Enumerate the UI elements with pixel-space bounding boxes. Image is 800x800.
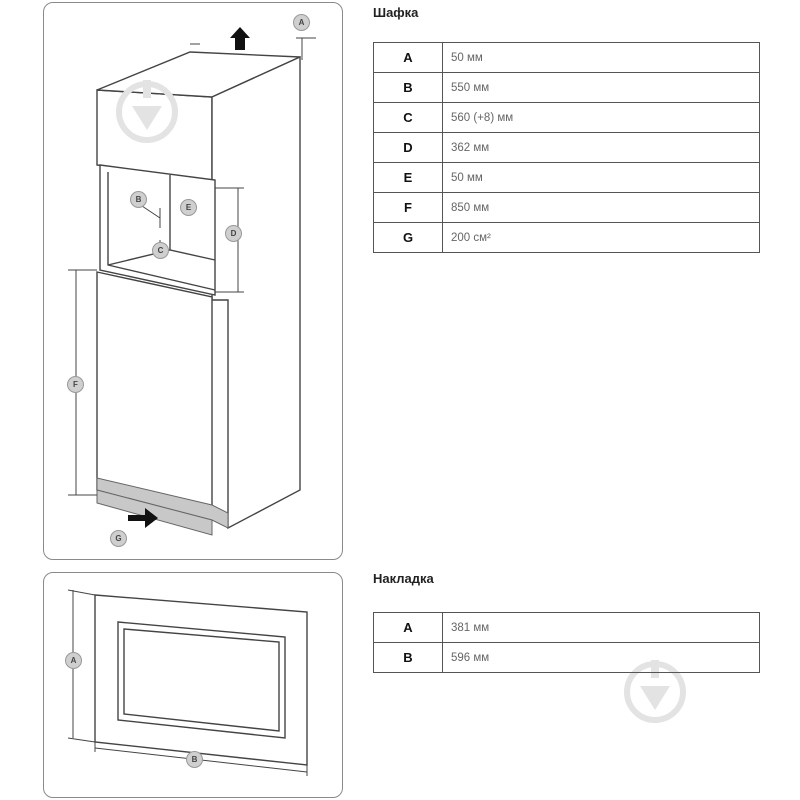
spec-key: A (373, 42, 443, 73)
cabinet-heading: Шафка (373, 5, 419, 20)
spec-value: 362 мм (442, 132, 760, 163)
spec-key: G (373, 222, 443, 253)
spec-value: 200 см² (442, 222, 760, 253)
spec-value: 381 мм (442, 612, 760, 643)
callout-b: B (130, 191, 147, 208)
callout-trim-a: A (65, 652, 82, 669)
spec-key: E (373, 162, 443, 193)
callout-a: A (293, 14, 310, 31)
callout-g: G (110, 530, 127, 547)
oven-niche (99, 164, 216, 296)
spec-key: A (373, 612, 443, 643)
callout-f: F (67, 376, 84, 393)
cabinet-diagram (68, 27, 316, 536)
callout-trim-b: B (186, 751, 203, 768)
spec-value: 850 мм (442, 192, 760, 223)
spec-key: C (373, 102, 443, 133)
spec-key: B (373, 642, 443, 673)
trim-diagram (67, 589, 308, 776)
spec-key: F (373, 192, 443, 223)
spec-value: 50 мм (442, 162, 760, 193)
right-arrow-icon (128, 508, 158, 528)
spec-key: D (373, 132, 443, 163)
spec-value: 50 мм (442, 42, 760, 73)
trim-inner-opening (117, 621, 286, 739)
spec-value: 596 мм (442, 642, 760, 673)
up-arrow-icon (230, 27, 250, 50)
spec-key: B (373, 72, 443, 103)
trim-heading: Накладка (373, 571, 434, 586)
watermark-icon (116, 80, 178, 143)
spec-value: 560 (+8) мм (442, 102, 760, 133)
callout-d: D (225, 225, 242, 242)
spec-value: 550 мм (442, 72, 760, 103)
callout-e: E (180, 199, 197, 216)
callout-c: C (152, 242, 169, 259)
